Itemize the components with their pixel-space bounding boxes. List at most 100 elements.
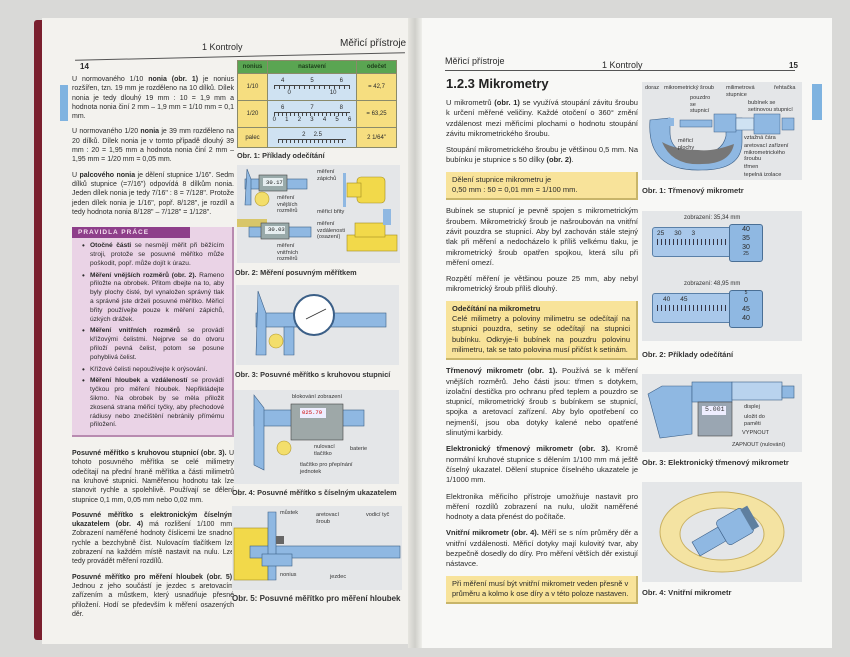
left-header-chapter: 1 Kontroly — [202, 42, 243, 52]
col-header: odečet — [356, 60, 397, 74]
figure-label: vztažná čára — [744, 135, 776, 141]
col-header: nonius — [237, 60, 268, 74]
digital-caliper-figure: 025.79 blokování zobrazení nulovací tlač… — [234, 390, 399, 484]
paragraph: Stoupání mikrometrického šroubu je větši… — [446, 145, 638, 165]
figure-label: aretovací šroub — [316, 512, 340, 525]
display-value: 5.001 — [705, 406, 725, 413]
reading-cell: 2 1/64" — [356, 127, 397, 148]
figure-label: třmen — [744, 164, 759, 170]
figure-label: blokování zobrazení — [292, 394, 343, 400]
figure-label: bubínek se setinovou stupnicí — [748, 100, 793, 113]
figure-label: doraz — [645, 85, 659, 91]
rule-item: Měření vnitřních rozměrů se provádí kříž… — [82, 327, 224, 362]
left-text-column: U normovaného 1/10 nonia (obr. 1) je non… — [72, 75, 234, 619]
reading-cell: = 63,25 — [356, 100, 397, 128]
micrometer-figure: doraz mikrometrický šroub milimetrová st… — [642, 82, 802, 180]
paragraph: U mikrometrů (obr. 1) se využívá stoupán… — [446, 98, 638, 138]
paragraph: Rozpětí měření je většinou pouze 25 mm, … — [446, 274, 638, 294]
figure-caption: Obr. 1: Příklady odečítání — [237, 151, 325, 160]
display-value: 025.79 — [302, 409, 323, 416]
reading-cell: = 42,7 — [356, 73, 397, 101]
figure-label: mikrometrický šroub — [664, 85, 715, 91]
dial-caliper-illustration — [255, 290, 387, 356]
reading-label: zobrazení: 48,95 mm — [684, 281, 741, 287]
figure-caption: Obr. 5: Posuvné měřítko pro měření hloub… — [232, 594, 401, 603]
right-header-section: Měřicí přístroje — [445, 56, 505, 66]
paragraph: Bubínek se stupnicí je pevně spojen s mi… — [446, 206, 638, 267]
figure-caption: Obr. 4: Vnitřní mikrometr — [642, 588, 732, 597]
right-text-column: 1.2.3 Mikrometry U mikrometrů (obr. 1) s… — [446, 76, 639, 605]
nonius-cell: 1/10 — [237, 73, 268, 101]
figure-label: jezdec — [330, 574, 347, 580]
figure-label: pouzdro se stupnicí — [690, 95, 711, 114]
figure-label: měřicí břity — [317, 209, 345, 215]
figure-label: měření vnitřních rozměrů — [277, 243, 299, 262]
figure-label: měření vzdálenosti (osazení) — [317, 221, 345, 240]
note-box: Při měření musí být vnitřní mikrometr ve… — [446, 575, 638, 605]
figure-label: uložit do paměti — [744, 414, 765, 427]
nonius-cell: palec — [237, 127, 268, 148]
figure-label: baterie — [350, 446, 368, 452]
caliper-illustration — [237, 168, 398, 252]
right-header-chapter: 1 Kontroly — [602, 60, 643, 70]
figure-label: nulovací tlačítko — [314, 444, 335, 457]
book-spine — [408, 18, 422, 648]
electronic-micrometer-illustration — [647, 381, 795, 439]
figure-label: vodicí tyč — [366, 512, 390, 518]
figure-caption: Obr. 1: Třmenový mikrometr — [642, 186, 744, 195]
figure-label: aretovací zařízení mikrometrického šroub… — [744, 143, 789, 162]
section-heading: 1.2.3 Mikrometry — [446, 76, 549, 91]
caliper-measurement-figure: 30.17 30.03 měření vnějších rozměrů měře… — [237, 165, 400, 263]
inside-micrometer-figure — [642, 482, 802, 582]
figure-caption: Obr. 2: Příklady odečítání — [642, 350, 734, 359]
paragraph: U palcového nonia je dělení stupnice 1/1… — [72, 171, 235, 216]
left-header-section: Měřicí přístroje — [340, 38, 407, 49]
figure-caption: Obr. 3: Elektronický třmenový mikrometr — [642, 458, 789, 467]
header-rule — [445, 70, 795, 71]
page-number: 15 — [789, 61, 798, 70]
figure-label: můstek — [280, 510, 299, 516]
figure-label: displej — [744, 404, 760, 410]
paragraph: Posuvné měřítko s kruhovou stupnicí (obr… — [72, 450, 234, 504]
rule-item: Měření vnějších rozměrů (obr. 2). Rameno… — [82, 272, 224, 325]
rules-title: Pravidla práce — [72, 227, 190, 239]
figure-label: měření zápichů — [317, 169, 337, 182]
digital-caliper-illustration — [253, 394, 365, 471]
rule-item: Křížové čelisti nepoužívejte k orýsování… — [82, 366, 224, 375]
page-number: 14 — [80, 62, 89, 71]
figure-label: řehtačka — [774, 85, 796, 91]
paragraph: Elektronika měřicího přístroje umožňuje … — [446, 491, 638, 522]
rule-item: Měření hloubek a vzdáleností se provádí … — [82, 377, 224, 430]
figure-caption: Obr. 4: Posuvné měřítko s číselným ukaza… — [232, 488, 397, 497]
figure-label: tepelná izolace — [744, 172, 782, 178]
micrometer-illustration — [649, 113, 795, 171]
paragraph: U normovaného 1/10 nonia (obr. 1) je non… — [72, 76, 234, 121]
figure-label: měření vnějších rozměrů — [277, 195, 298, 214]
figure-caption: Obr. 2: Měření posuvným měřítkem — [235, 268, 357, 277]
display-value: 30.17 — [266, 179, 283, 186]
depth-caliper-figure: můstek aretovací šroub vodicí tyč nonius… — [232, 506, 402, 590]
figure-label: nonius — [280, 572, 297, 578]
reading-label: zobrazení: 35,34 mm — [684, 215, 741, 221]
paragraph: Elektronický třmenový mikrometr (obr. 3)… — [446, 444, 638, 485]
rules-box: Pravidla práce Otočné části se nesmějí m… — [72, 227, 234, 438]
depth-caliper-illustration — [233, 511, 401, 581]
figure-label: měřicí plochy — [678, 138, 695, 151]
paragraph: Třmenový mikrometr (obr. 1). Používá se … — [446, 366, 639, 438]
chapter-tab — [60, 85, 68, 121]
chapter-tab — [812, 84, 822, 120]
paragraph: Posuvné měřítko s elektronickým číselným… — [72, 511, 234, 566]
figure-label: ZAPNOUT (nulování) — [732, 442, 786, 448]
figure-caption: Obr. 3: Posuvné měřítko s kruhovou stupn… — [235, 370, 391, 379]
inside-micrometer-illustration — [659, 491, 785, 573]
nonius-cell: 1/20 — [237, 100, 268, 128]
paragraph: Vnitřní mikrometr (obr. 4). Měří se s ní… — [446, 528, 638, 569]
